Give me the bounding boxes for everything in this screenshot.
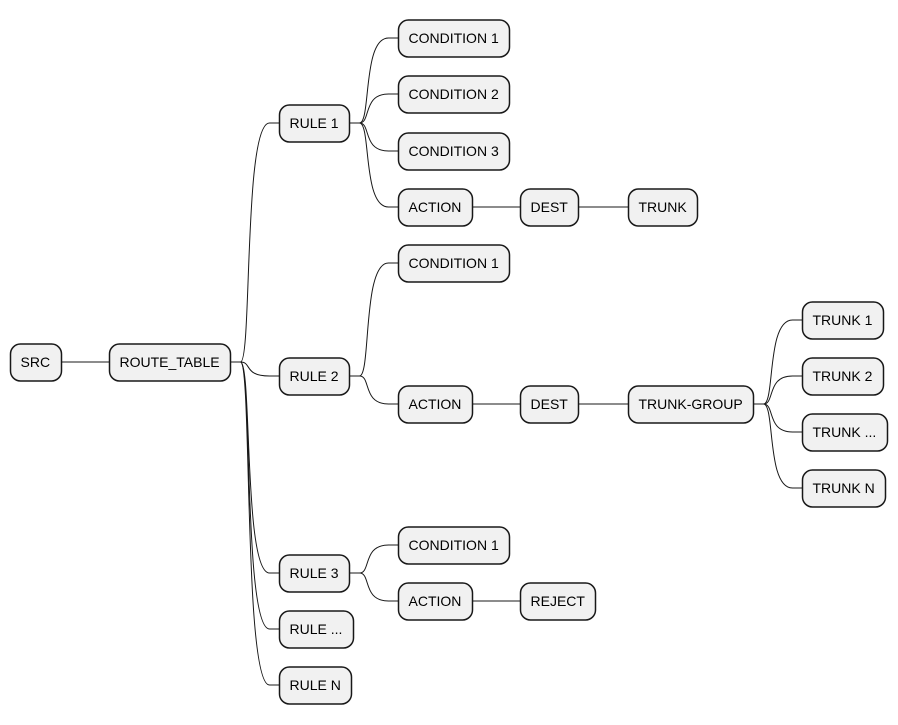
node-rule-2-dest: DEST: [519, 385, 580, 424]
node-box: [627, 188, 699, 227]
node-rule-3: RULE 3: [278, 554, 351, 593]
node-box: [397, 526, 511, 565]
node-trunk-group: TRUNK-GROUP: [627, 385, 755, 424]
node-label: TRUNK ...: [813, 424, 877, 440]
node-rule-2-action: ACTION: [397, 385, 474, 424]
edge-route-table-to-rule-2: [230, 361, 280, 377]
node-label: REJECT: [531, 593, 586, 609]
edge-route-table-to-rule-etc: [230, 361, 280, 630]
node-box: [397, 582, 474, 621]
node-rule-3-reject: REJECT: [519, 582, 597, 621]
node-label: RULE 2: [290, 368, 339, 384]
edge-trunk-group-to-trunk-1: [753, 319, 803, 405]
edge-rule-1-to-rule-1-condition-2: [349, 93, 399, 124]
node-label: DEST: [531, 396, 569, 412]
node-label: RULE 1: [290, 115, 339, 131]
node-label: TRUNK-GROUP: [639, 396, 743, 412]
node-trunk-n: TRUNK N: [801, 469, 887, 508]
node-label: RULE ...: [290, 621, 343, 637]
node-box: [519, 385, 580, 424]
node-label: ACTION: [409, 396, 462, 412]
node-rule-etc: RULE ...: [278, 610, 355, 649]
node-label: CONDITION 1: [409, 30, 499, 46]
node-box: [278, 554, 351, 593]
edge-rule-1-to-rule-1-condition-1: [349, 37, 399, 124]
edge-trunk-group-to-trunk-2: [753, 375, 803, 405]
node-rule-n: RULE N: [278, 666, 353, 705]
node-box: [397, 244, 511, 283]
node-route-table: ROUTE_TABLE: [108, 343, 232, 382]
edge-rule-3-to-rule-3-condition-1: [349, 544, 399, 574]
node-label: ROUTE_TABLE: [120, 354, 220, 370]
nodes-layer: SRC ROUTE_TABLE RULE 1 CONDITION 1 CONDITION…: [9, 19, 889, 705]
node-box: [801, 469, 887, 508]
node-box: [519, 188, 580, 227]
node-box: [108, 343, 232, 382]
edge-route-table-to-rule-1: [230, 122, 280, 363]
edges-layer: [61, 37, 803, 686]
node-rule-2-condition-1: CONDITION 1: [397, 244, 511, 283]
node-label: CONDITION 2: [409, 86, 499, 102]
edge-rule-3-to-rule-3-action: [349, 572, 399, 602]
node-label: TRUNK 1: [813, 312, 873, 328]
edge-rule-2-to-rule-2-action: [349, 375, 399, 405]
node-rule-1-dest: DEST: [519, 188, 580, 227]
node-label: RULE N: [290, 677, 341, 693]
node-label: ACTION: [409, 593, 462, 609]
node-box: [9, 343, 63, 382]
node-box: [627, 385, 755, 424]
node-box: [278, 610, 355, 649]
node-rule-1-action: ACTION: [397, 188, 474, 227]
edge-trunk-group-to-trunk-n: [753, 403, 803, 489]
node-label: SRC: [21, 354, 51, 370]
edge-route-table-to-rule-3: [230, 361, 280, 574]
node-box: [278, 666, 353, 705]
node-rule-1-condition-1: CONDITION 1: [397, 19, 511, 58]
node-rule-2: RULE 2: [278, 357, 351, 396]
node-trunk-etc: TRUNK ...: [801, 413, 889, 452]
node-label: RULE 3: [290, 565, 339, 581]
node-label: TRUNK N: [813, 480, 875, 496]
node-box: [397, 132, 511, 171]
node-rule-1-trunk: TRUNK: [627, 188, 699, 227]
node-rule-1-condition-2: CONDITION 2: [397, 75, 511, 114]
node-box: [519, 582, 597, 621]
node-box: [397, 385, 474, 424]
edge-trunk-group-to-trunk-etc: [753, 403, 803, 433]
node-label: ACTION: [409, 199, 462, 215]
node-label: TRUNK 2: [813, 368, 873, 384]
edge-rule-1-to-rule-1-condition-3: [349, 122, 399, 152]
node-label: DEST: [531, 199, 569, 215]
edge-rule-2-to-rule-2-condition-1: [349, 262, 399, 377]
edge-rule-1-to-rule-1-action: [349, 122, 399, 208]
node-label: CONDITION 1: [409, 537, 499, 553]
node-rule-3-action: ACTION: [397, 582, 474, 621]
node-box: [397, 188, 474, 227]
node-label: TRUNK: [639, 199, 688, 215]
node-rule-1-condition-3: CONDITION 3: [397, 132, 511, 171]
node-rule-1: RULE 1: [278, 104, 351, 143]
node-trunk-2: TRUNK 2: [801, 357, 885, 396]
edge-route-table-to-rule-n: [230, 361, 280, 686]
node-label: CONDITION 3: [409, 143, 499, 159]
node-label: CONDITION 1: [409, 255, 499, 271]
node-box: [397, 19, 511, 58]
node-box: [278, 104, 351, 143]
node-box: [397, 75, 511, 114]
node-src: SRC: [9, 343, 63, 382]
node-box: [801, 357, 885, 396]
node-box: [278, 357, 351, 396]
node-rule-3-condition-1: CONDITION 1: [397, 526, 511, 565]
node-box: [801, 413, 889, 452]
node-box: [801, 301, 885, 340]
node-trunk-1: TRUNK 1: [801, 301, 885, 340]
